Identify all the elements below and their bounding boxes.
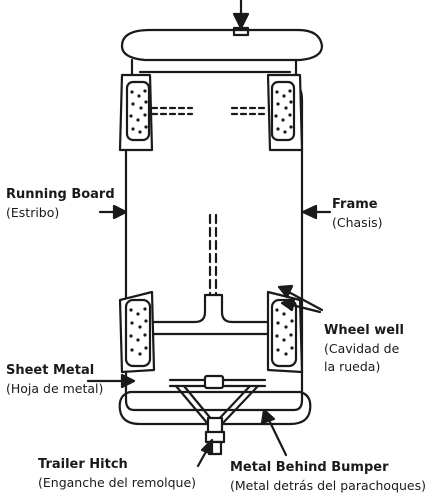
top-arrow <box>232 0 250 37</box>
front-right-wheel <box>266 73 304 152</box>
front-axle <box>150 106 270 116</box>
running-board-label-es: (Estribo) <box>6 205 60 220</box>
wheel-well-label-es-1: (Cavidad de <box>324 341 400 356</box>
sheet-metal-label: Sheet Metal <box>6 363 95 378</box>
hitch-arrow <box>196 438 214 468</box>
label-metal-behind-bumper: Metal Behind Bumper (Metal detrás del pa… <box>230 459 426 495</box>
rear-axle <box>148 293 272 336</box>
metal-behind-bumper-label-es: (Metal detrás del parachoques) <box>230 478 427 493</box>
label-sheet-metal: Sheet Metal (Hoja de metal) <box>6 362 103 398</box>
trailer-hitch <box>168 374 267 456</box>
rear-bumper <box>118 390 312 426</box>
frame-arrow <box>301 204 332 220</box>
metal-behind-bumper-label: Metal Behind Bumper <box>230 460 389 475</box>
label-frame: Frame (Chasis) <box>332 196 383 232</box>
running-board-arrow <box>98 204 128 220</box>
label-wheel-well: Wheel well (Cavidad de la rueda) <box>324 322 404 376</box>
trailer-hitch-label-es: (Enganche del remolque) <box>38 475 197 490</box>
trailer-hitch-label: Trailer Hitch <box>38 457 128 472</box>
frame-label-es: (Chasis) <box>332 215 383 230</box>
sheet-metal-label-es: (Hoja de metal) <box>6 381 104 396</box>
wheel-well-label: Wheel well <box>324 323 404 338</box>
wheel-well-arrows <box>277 284 324 314</box>
label-running-board: Running Board (Estribo) <box>6 186 115 222</box>
label-trailer-hitch: Trailer Hitch (Enganche del remolque) <box>38 456 196 492</box>
front-bumper <box>120 28 324 62</box>
rear-right-wheel <box>266 290 304 374</box>
metal-behind-bumper-arrow <box>260 408 288 457</box>
driveshaft <box>208 213 218 297</box>
frame-label: Frame <box>332 197 378 212</box>
sheet-metal-arrow <box>86 373 136 389</box>
running-board-label: Running Board <box>6 187 115 202</box>
wheel-well-label-es-2: la rueda) <box>324 359 381 374</box>
front-left-wheel <box>118 73 154 152</box>
rear-left-wheel <box>118 290 156 374</box>
